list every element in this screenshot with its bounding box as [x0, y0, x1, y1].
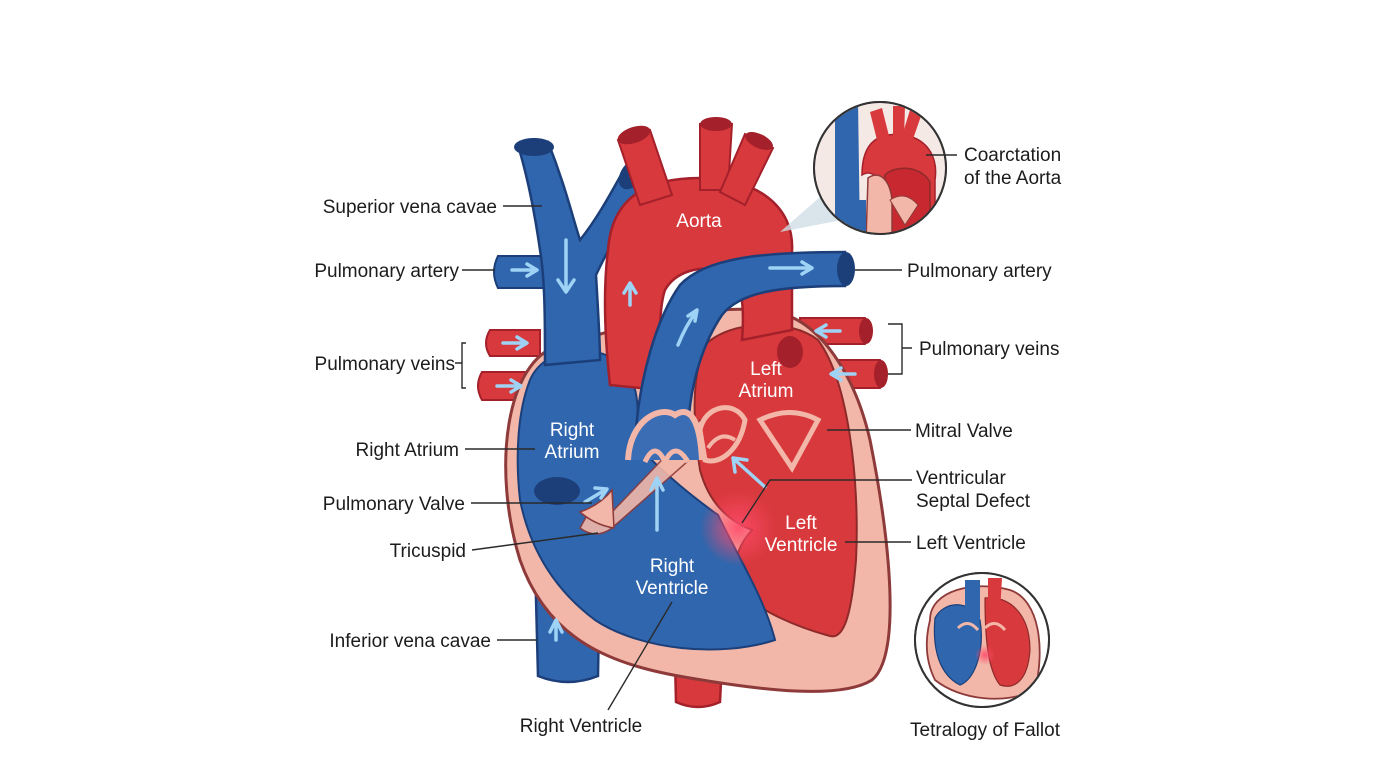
- label-pulmonary-veins-right: Pulmonary veins: [919, 339, 1059, 360]
- leader-lines: [455, 154, 957, 711]
- aortic-valve-shape: [697, 405, 748, 464]
- label-superior-vena-cavae: Superior vena cavae: [323, 197, 497, 218]
- label-coarctation-2: of the Aorta: [964, 168, 1062, 189]
- label-mitral-valve: Mitral Valve: [915, 421, 1013, 442]
- right-atrium-inner-label-1: Right: [550, 420, 595, 441]
- label-vsd-2: Septal Defect: [916, 491, 1031, 512]
- label-pulmonary-valve: Pulmonary Valve: [323, 494, 465, 515]
- label-tetralogy-of-fallot: Tetralogy of Fallot: [910, 720, 1061, 741]
- coarctation-inset: [813, 101, 947, 235]
- label-coarctation-1: Coarctation: [964, 145, 1061, 166]
- aorta-inner-label: Aorta: [676, 211, 722, 232]
- label-left-ventricle: Left Ventricle: [916, 533, 1026, 554]
- left-ventricle-inner-label-1: Left: [785, 513, 817, 534]
- right-ventricle-inner-label-2: Ventricle: [636, 578, 709, 599]
- label-tricuspid: Tricuspid: [390, 541, 466, 562]
- septal-defect-glow: [700, 490, 776, 566]
- superior-vena-cava: [518, 140, 644, 367]
- mitral-valve-shape: [756, 410, 822, 473]
- coronary-sinus: [534, 477, 580, 505]
- label-pulmonary-artery-left: Pulmonary artery: [314, 261, 459, 282]
- right-atrium-inner-label-2: Atrium: [545, 442, 600, 463]
- tetralogy-inset: [914, 572, 1050, 708]
- label-right-atrium: Right Atrium: [356, 440, 459, 461]
- label-pulmonary-veins-left: Pulmonary veins: [315, 354, 455, 375]
- pulmonary-trunk: [634, 250, 847, 432]
- left-atrium-inner-label-1: Left: [750, 359, 782, 380]
- right-ventricle-inner-label-1: Right: [650, 556, 695, 577]
- label-vsd-1: Ventricular: [916, 468, 1006, 489]
- label-pulmonary-artery-right: Pulmonary artery: [907, 261, 1052, 282]
- left-ventricle-inner-label-2: Ventricle: [765, 535, 838, 556]
- flow-arrows: [495, 238, 857, 642]
- left-atrium-inner-label-2: Atrium: [739, 381, 794, 402]
- label-inferior-vena-cavae: Inferior vena cavae: [329, 631, 491, 652]
- tricuspid-valve-shape: [578, 487, 615, 529]
- label-right-ventricle: Right Ventricle: [520, 716, 643, 737]
